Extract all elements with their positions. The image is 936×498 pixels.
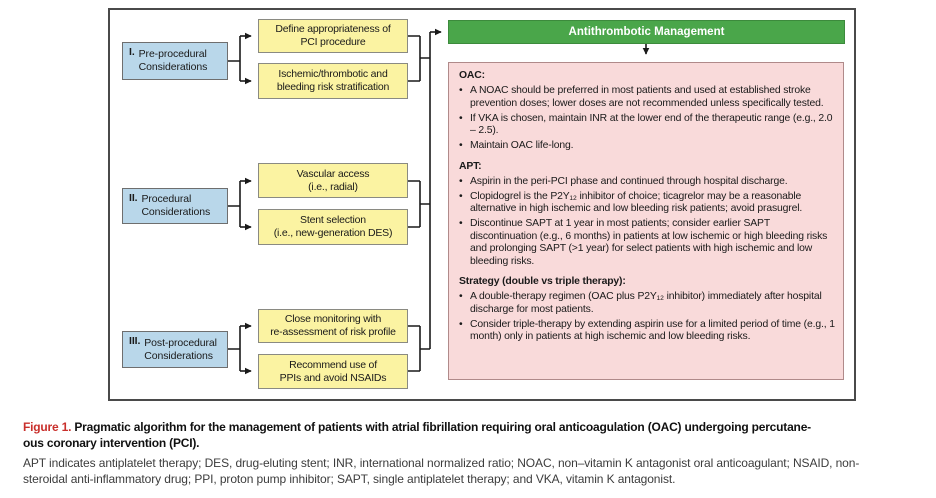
stage-label-line: Pre-procedural	[138, 48, 207, 60]
bullet-text: Clopidogrel is the P2Y₁₂ inhibitor of ch…	[470, 190, 803, 215]
bullet-icon: •	[459, 85, 463, 96]
bullet-text: A NOAC should be preferred in most patie…	[470, 85, 824, 109]
action-line: Ischemic/thrombotic and	[278, 68, 388, 80]
figure-label: Figure 1.	[23, 420, 72, 434]
stage-numeral: II.	[129, 192, 138, 204]
caption-line-1: Figure 1. Pragmatic algorithm for the ma…	[23, 420, 931, 436]
action-line: PCI procedure	[300, 36, 366, 48]
section-title: APT:	[459, 160, 482, 172]
action-box-stent-selection: Stent selection (i.e., new-generation DE…	[258, 209, 408, 245]
bullet-item: • A double-therapy regimen (OAC plus P2Y…	[459, 291, 835, 316]
action-line: (i.e., new-generation DES)	[273, 227, 393, 239]
action-line: Define appropriateness of	[275, 23, 391, 35]
action-box-ppi-nsaid: Recommend use of PPIs and avoid NSAIDs	[258, 354, 408, 389]
action-line: Stent selection	[300, 214, 366, 226]
bullet-item: • Maintain OAC life-long.	[459, 140, 835, 153]
antithrombotic-management-header: Antithrombotic Management	[448, 20, 845, 44]
flow-connectors	[228, 28, 650, 375]
bullet-item: • Discontinue SAPT at 1 year in most pat…	[459, 218, 835, 268]
bullet-item: • Clopidogrel is the P2Y₁₂ inhibitor of …	[459, 191, 835, 216]
bullet-icon: •	[459, 190, 463, 202]
stage-box-pre-procedural: I. Pre-procedural Considerations	[122, 42, 228, 80]
stage-box-procedural: II. Procedural Considerations	[122, 188, 228, 224]
action-box-risk-stratification: Ischemic/thrombotic and bleeding risk st…	[258, 63, 408, 99]
stage-label-line: Considerations	[138, 61, 208, 73]
section-oac: OAC: • A NOAC should be preferred in mos…	[459, 70, 835, 153]
action-line: PPIs and avoid NSAIDs	[279, 371, 387, 384]
stage-numeral: I.	[129, 46, 135, 58]
action-line: (i.e., radial)	[308, 180, 358, 193]
action-line: Recommend use of	[289, 358, 377, 371]
bullet-text: A double-therapy regimen (OAC plus P2Y₁₂…	[470, 291, 822, 315]
management-panel: OAC: • A NOAC should be preferred in mos…	[448, 62, 844, 380]
stage-label-line: Considerations	[144, 349, 213, 362]
bullet-icon: •	[459, 140, 463, 151]
bullet-item: • If VKA is chosen, maintain INR at the …	[459, 113, 835, 138]
bullet-icon: •	[459, 318, 463, 330]
section-title: Strategy (double vs triple therapy):	[459, 276, 626, 287]
caption-title-part-1: Pragmatic algorithm for the management o…	[74, 420, 811, 434]
action-line: Vascular access	[296, 167, 370, 180]
action-line: re-assessment of risk profile	[270, 326, 396, 338]
bullet-text: Discontinue SAPT at 1 year in most patie…	[470, 218, 828, 267]
bullet-item: • Consider triple-therapy by extending a…	[459, 319, 835, 344]
section-title: OAC:	[459, 70, 485, 81]
action-line: bleeding risk stratification	[276, 81, 390, 93]
stage-label-line: Considerations	[141, 206, 211, 218]
bullet-text: If VKA is chosen, maintain INR at the lo…	[470, 112, 833, 137]
bullet-icon: •	[459, 112, 463, 124]
action-box-vascular-access: Vascular access (i.e., radial)	[258, 163, 408, 198]
stage-box-post-procedural: III. Post-procedural Considerations	[122, 331, 228, 368]
header-label: Antithrombotic Management	[568, 26, 725, 38]
section-apt: APT: • Aspirin in the peri-PCI phase and…	[459, 161, 835, 269]
bullet-text: Consider triple-therapy by extending asp…	[470, 318, 835, 343]
bullet-text: Aspirin in the peri-PCI phase and contin…	[470, 175, 788, 187]
bullet-icon: •	[459, 218, 463, 229]
action-box-close-monitoring: Close monitoring with re-assessment of r…	[258, 309, 408, 343]
action-line: Close monitoring with	[284, 313, 382, 325]
bullet-item: • Aspirin in the peri-PCI phase and cont…	[459, 176, 835, 189]
bullet-icon: •	[459, 175, 463, 187]
stage-label-line: Post-procedural	[144, 336, 217, 349]
stage-numeral: III.	[129, 335, 141, 347]
action-box-define-appropriateness: Define appropriateness of PCI procedure	[258, 19, 408, 53]
caption-abbreviations-line-2: steroidal anti-inflammatory drug; PPI, p…	[23, 472, 676, 486]
bullet-item: • A NOAC should be preferred in most pat…	[459, 85, 835, 110]
section-strategy: Strategy (double vs triple therapy): • A…	[459, 276, 835, 344]
caption-line-2: ous coronary intervention (PCI).	[23, 435, 200, 450]
bullet-icon: •	[459, 291, 463, 302]
figure-caption: Figure 1. Pragmatic algorithm for the ma…	[23, 420, 931, 487]
bullet-text: Maintain OAC life-long.	[470, 140, 574, 151]
stage-label-line: Procedural	[141, 193, 192, 205]
caption-abbreviations-line-1: APT indicates antiplatelet therapy; DES,…	[23, 456, 860, 470]
